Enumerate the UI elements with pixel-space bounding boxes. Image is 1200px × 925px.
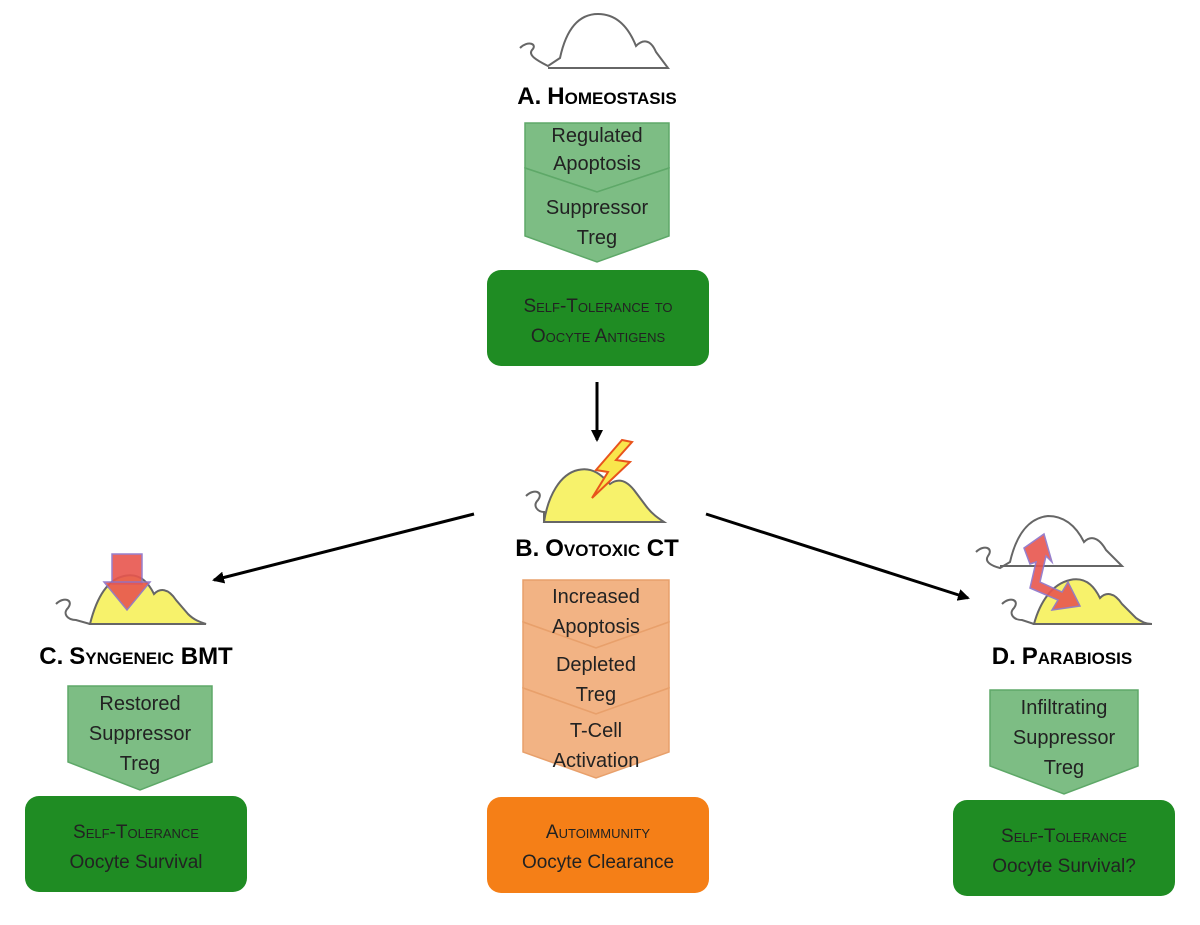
exchange-arrow-icon (1023, 532, 1082, 611)
ovary-tail-c (55, 598, 200, 625)
chevron-b-1-line-2: Apoptosis (552, 616, 640, 638)
chevron-b-2-line-2: Treg (576, 684, 616, 706)
panel-c-outcome-line-2: Oocyte Survival (69, 852, 202, 873)
chevron-a-2 (524, 166, 670, 263)
panel-a-heading: A.Homeostasis (517, 83, 676, 110)
ovary-outline-d (975, 514, 1125, 570)
chevron-b-2-line-1: Depleted (556, 654, 636, 676)
panel-a-chevrons: Regulated Apoptosis Suppressor Treg (524, 122, 670, 263)
panel-c-outcome-box (25, 796, 247, 892)
panel-b-chevrons: Increased Apoptosis Depleted Treg T-Cell… (522, 579, 670, 779)
ovary-tail-d (1001, 598, 1148, 625)
chevron-d-1-line-3: Treg (1044, 757, 1084, 779)
panel-a-letter: A. (517, 83, 541, 110)
chevron-b-3-line-1: T-Cell (570, 720, 622, 742)
panel-d-outcome-line-1: Self-Tolerance (1001, 826, 1127, 847)
arrow-b-to-c (212, 512, 475, 584)
chevron-a-1-line-1: Regulated (551, 125, 642, 147)
chevron-b-3-line-2: Activation (553, 750, 640, 772)
chevron-d-1 (989, 689, 1139, 795)
panel-d-letter: D. (992, 643, 1016, 670)
panel-c-outcome-line-1: Self-Tolerance (73, 822, 199, 843)
panel-a-outcome-line-2: Oocyte Antigens (531, 326, 666, 347)
panel-c-title: Syngeneic BMT (69, 643, 233, 670)
chevron-a-1-line-2: Apoptosis (553, 153, 641, 175)
panel-c: C.Syngeneic BMT Restored Suppressor Treg… (25, 553, 247, 892)
arrow-b-to-d (705, 512, 970, 601)
chevron-a-2-line-2: Treg (577, 227, 617, 249)
lightning-bolt-icon (591, 438, 634, 499)
panel-b-heading: B.Ovotoxic CT (515, 535, 679, 562)
bmt-down-arrow-icon (102, 553, 152, 612)
panel-b-letter: B. (515, 535, 539, 562)
ovary-outline-a (519, 12, 670, 69)
panel-a-title: Homeostasis (547, 83, 676, 110)
ovary-filled-b (542, 468, 668, 523)
panel-d: D.Parabiosis Infiltrating Suppressor Tre… (953, 514, 1175, 896)
panel-d-outcome-line-2: Oocyte Survival? (992, 856, 1136, 877)
chevron-d-1-line-1: Infiltrating (1021, 697, 1108, 719)
panel-b-title: Ovotoxic CT (545, 535, 679, 562)
panel-d-title: Parabiosis (1022, 643, 1132, 670)
chevron-b-1-line-1: Increased (552, 586, 640, 608)
chevron-c-1-line-1: Restored (99, 693, 180, 715)
panel-a-outcome-box (487, 270, 709, 366)
panel-d-heading: D.Parabiosis (992, 643, 1132, 670)
chevron-a-2-line-1: Suppressor (546, 197, 649, 219)
panel-d-outcome-box (953, 800, 1175, 896)
chevron-d-1-line-2: Suppressor (1013, 727, 1116, 749)
panel-c-heading: C.Syngeneic BMT (39, 643, 233, 670)
chevron-c-1-line-2: Suppressor (89, 723, 192, 745)
panel-c-letter: C. (39, 643, 63, 670)
panel-b-outcome-box (487, 797, 709, 893)
chevron-c-1-line-3: Treg (120, 753, 160, 775)
panel-a: A.Homeostasis Regulated Apoptosis Suppre… (487, 12, 709, 366)
chevron-b-3 (522, 686, 670, 779)
panel-a-outcome-line-1: Self-Tolerance to (523, 296, 672, 317)
ovary-tail-b (525, 490, 660, 523)
chevron-c-1 (67, 685, 213, 791)
panel-b-outcome-line-1: Autoimmunity (546, 822, 650, 843)
ovary-filled-d (1032, 578, 1153, 625)
panel-b-outcome-line-2: Oocyte Clearance (522, 852, 674, 873)
panel-b: B.Ovotoxic CT Increased Apoptosis Deplet… (487, 438, 709, 893)
